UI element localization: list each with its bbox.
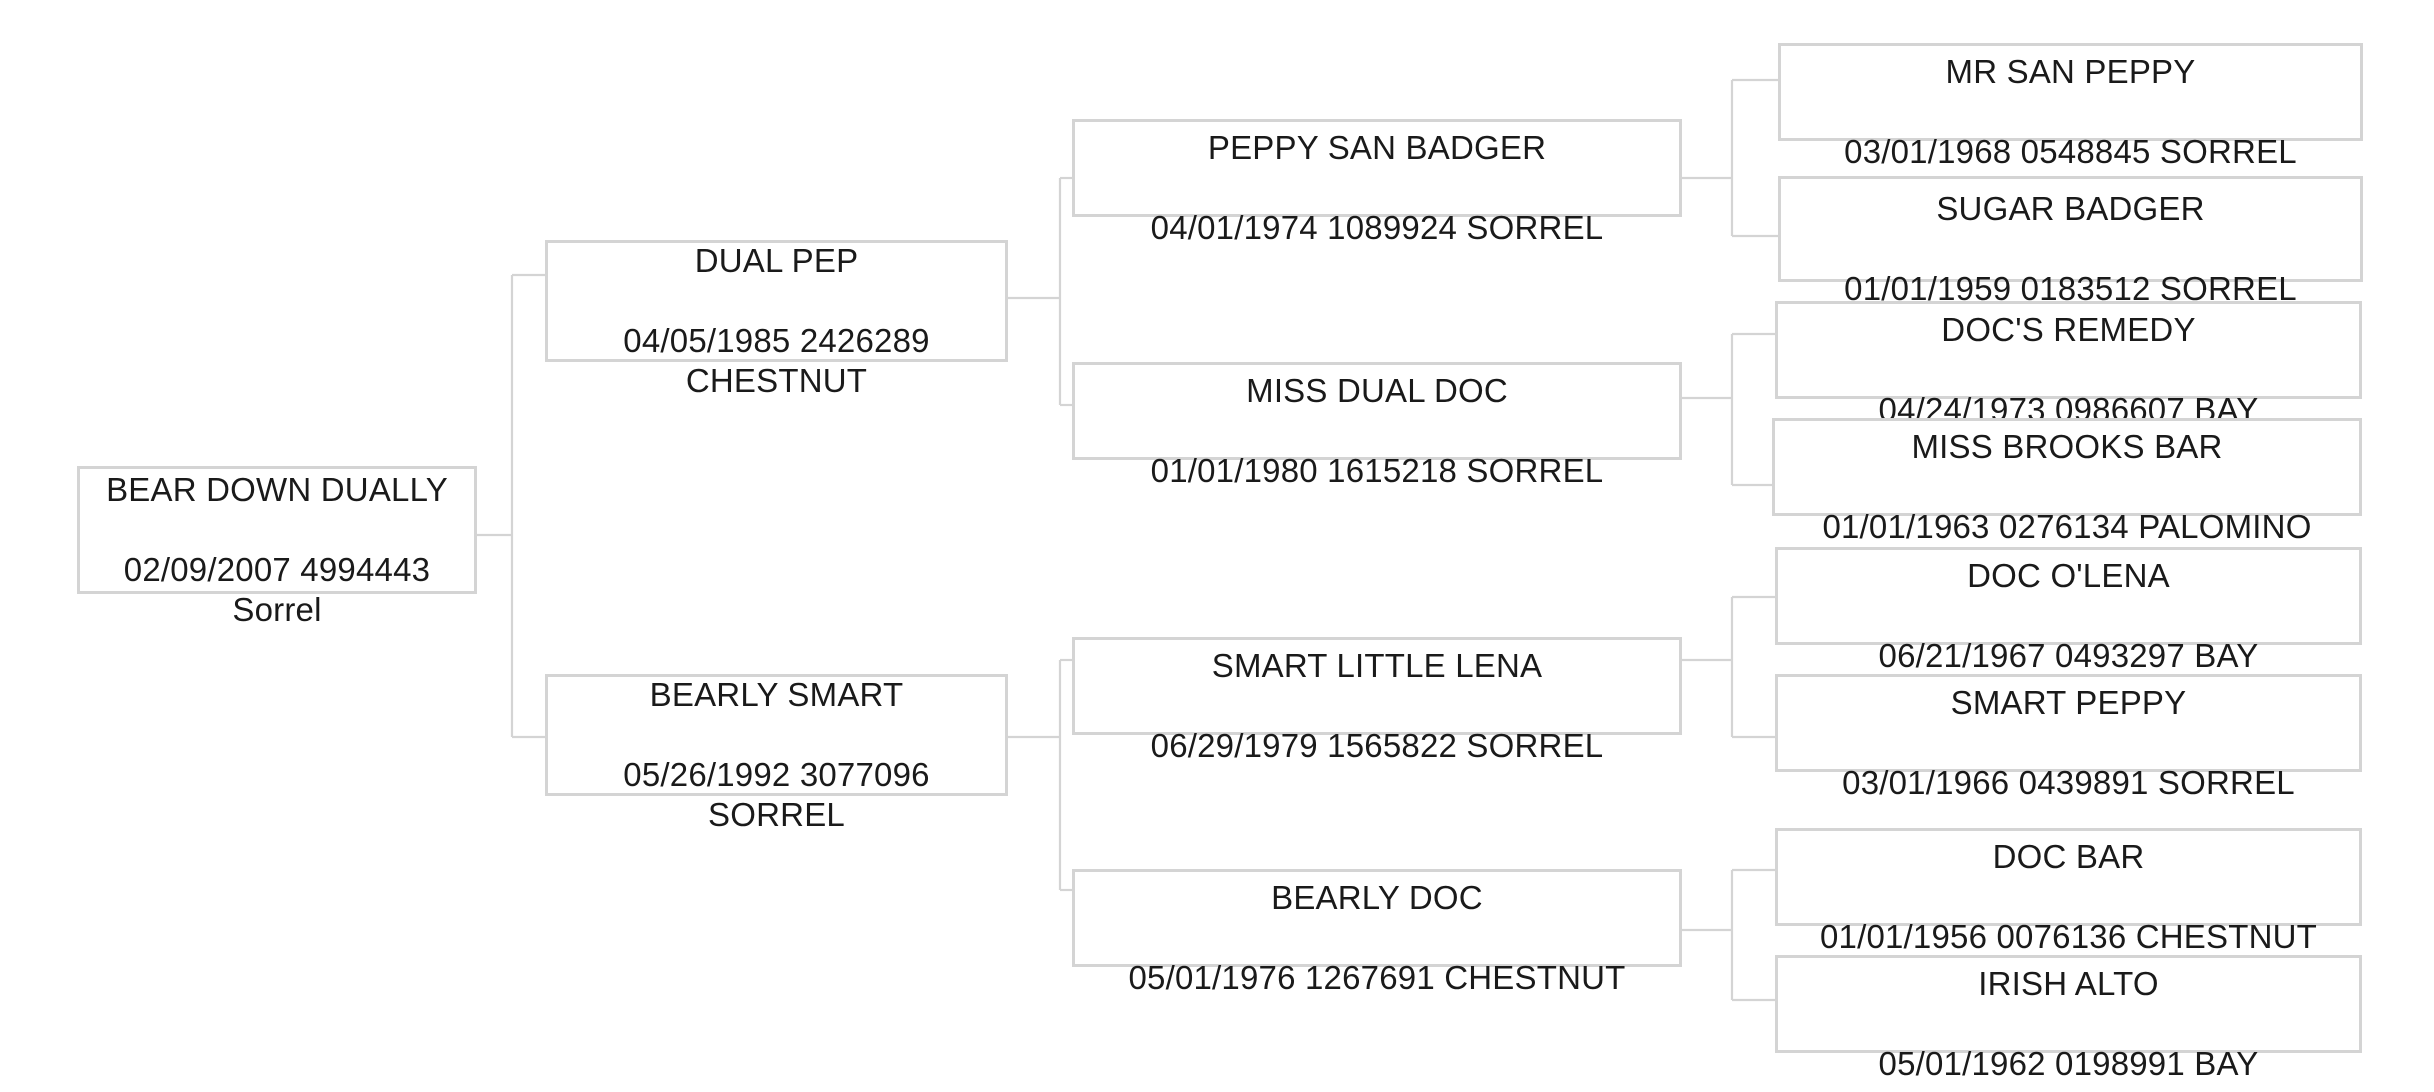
horse-details: 05/01/1976 1267691 CHESTNUT — [1128, 959, 1626, 996]
horse-label: PEPPY SAN BADGER 04/01/1974 1089924 SORR… — [1151, 88, 1604, 248]
horse-box-ggp-1: MR SAN PEPPY 03/01/1968 0548845 SORREL — [1778, 43, 2363, 170]
horse-name: DOC BAR — [1992, 838, 2145, 875]
horse-box-dam-sire: SMART LITTLE LENA 06/29/1979 1565822 SOR… — [1072, 637, 1682, 764]
horse-name: SMART PEPPY — [1950, 684, 2187, 721]
horse-details: 05/01/1962 0198991 BAY — [1878, 1045, 2259, 1082]
horse-details: 01/01/1963 0276134 PALOMINO — [1822, 508, 2312, 545]
horse-label: SUGAR BADGER 01/01/1959 0183512 SORREL — [1844, 149, 2297, 309]
horse-label: DUAL PEP 04/05/1985 2426289 CHESTNUT — [623, 201, 929, 401]
horse-name: MISS DUAL DOC — [1246, 372, 1508, 409]
horse-box-dam: BEARLY SMART 05/26/1992 3077096 SORREL — [545, 674, 1008, 833]
horse-name: BEARLY SMART — [649, 676, 904, 713]
horse-name: MR SAN PEPPY — [1945, 53, 2196, 90]
horse-details: 06/29/1979 1565822 SORREL — [1150, 727, 1604, 764]
horse-details: 03/01/1966 0439891 SORREL — [1842, 764, 2295, 801]
horse-box-ggp-2: SUGAR BADGER 01/01/1959 0183512 SORREL — [1778, 176, 2363, 307]
horse-box-sire-sire: PEPPY SAN BADGER 04/01/1974 1089924 SORR… — [1072, 119, 1682, 246]
horse-box-ggp-8: IRISH ALTO 05/01/1962 0198991 BAY — [1775, 955, 2362, 1082]
horse-label: MISS BROOKS BAR 01/01/1963 0276134 PALOM… — [1822, 387, 2311, 547]
horse-details: 02/09/2007 4994443 Sorrel — [123, 551, 431, 628]
horse-label: DOC BAR 01/01/1956 0076136 CHESTNUT — [1820, 797, 2317, 957]
horse-box-subject: BEAR DOWN DUALLY 02/09/2007 4994443 Sorr… — [77, 466, 477, 628]
horse-name: MISS BROOKS BAR — [1911, 428, 2223, 465]
horse-name: PEPPY SAN BADGER — [1207, 129, 1547, 166]
horse-name: SMART LITTLE LENA — [1211, 647, 1543, 684]
horse-label: BEARLY DOC 05/01/1976 1267691 CHESTNUT — [1128, 838, 1625, 998]
horse-label: IRISH ALTO 05/01/1962 0198991 BAY — [1879, 924, 2259, 1084]
horse-name: SUGAR BADGER — [1936, 190, 2205, 227]
horse-label: BEAR DOWN DUALLY 02/09/2007 4994443 Sorr… — [106, 430, 448, 630]
horse-label: MR SAN PEPPY 03/01/1968 0548845 SORREL — [1844, 12, 2297, 172]
horse-name: DOC O'LENA — [1967, 557, 2170, 594]
horse-label: BEARLY SMART 05/26/1992 3077096 SORREL — [623, 635, 929, 835]
horse-box-sire-dam: MISS DUAL DOC 01/01/1980 1615218 SORREL — [1072, 362, 1682, 489]
horse-label: SMART LITTLE LENA 06/29/1979 1565822 SOR… — [1151, 606, 1604, 766]
horse-details: 01/01/1980 1615218 SORREL — [1150, 452, 1604, 489]
horse-details: 04/01/1974 1089924 SORREL — [1150, 209, 1604, 246]
horse-details: 04/05/1985 2426289 CHESTNUT — [623, 322, 930, 399]
horse-box-ggp-5: DOC O'LENA 06/21/1967 0493297 BAY — [1775, 547, 2362, 674]
horse-name: DUAL PEP — [694, 242, 859, 279]
horse-name: BEARLY DOC — [1271, 879, 1483, 916]
horse-details: 05/26/1992 3077096 SORREL — [623, 756, 930, 833]
horse-details: 01/01/1959 0183512 SORREL — [1844, 270, 2297, 307]
horse-details: 06/21/1967 0493297 BAY — [1878, 637, 2259, 674]
horse-box-sire: DUAL PEP 04/05/1985 2426289 CHESTNUT — [545, 240, 1008, 399]
horse-name: DOC'S REMEDY — [1941, 311, 2196, 348]
horse-name: BEAR DOWN DUALLY — [106, 471, 448, 508]
horse-label: MISS DUAL DOC 01/01/1980 1615218 SORREL — [1151, 331, 1604, 491]
horse-label: SMART PEPPY 03/01/1966 0439891 SORREL — [1842, 643, 2295, 803]
horse-box-dam-dam: BEARLY DOC 05/01/1976 1267691 CHESTNUT — [1072, 869, 1682, 996]
horse-name: IRISH ALTO — [1978, 965, 2159, 1002]
horse-box-ggp-4: MISS BROOKS BAR 01/01/1963 0276134 PALOM… — [1772, 418, 2362, 545]
horse-box-ggp-7: DOC BAR 01/01/1956 0076136 CHESTNUT — [1775, 828, 2362, 955]
horse-label: DOC O'LENA 06/21/1967 0493297 BAY — [1879, 516, 2259, 676]
horse-box-ggp-6: SMART PEPPY 03/01/1966 0439891 SORREL — [1775, 674, 2362, 801]
horse-details: 01/01/1956 0076136 CHESTNUT — [1819, 918, 2318, 955]
horse-details: 03/01/1968 0548845 SORREL — [1844, 133, 2297, 170]
horse-box-ggp-3: DOC'S REMEDY 04/24/1973 0986607 BAY — [1775, 301, 2362, 428]
